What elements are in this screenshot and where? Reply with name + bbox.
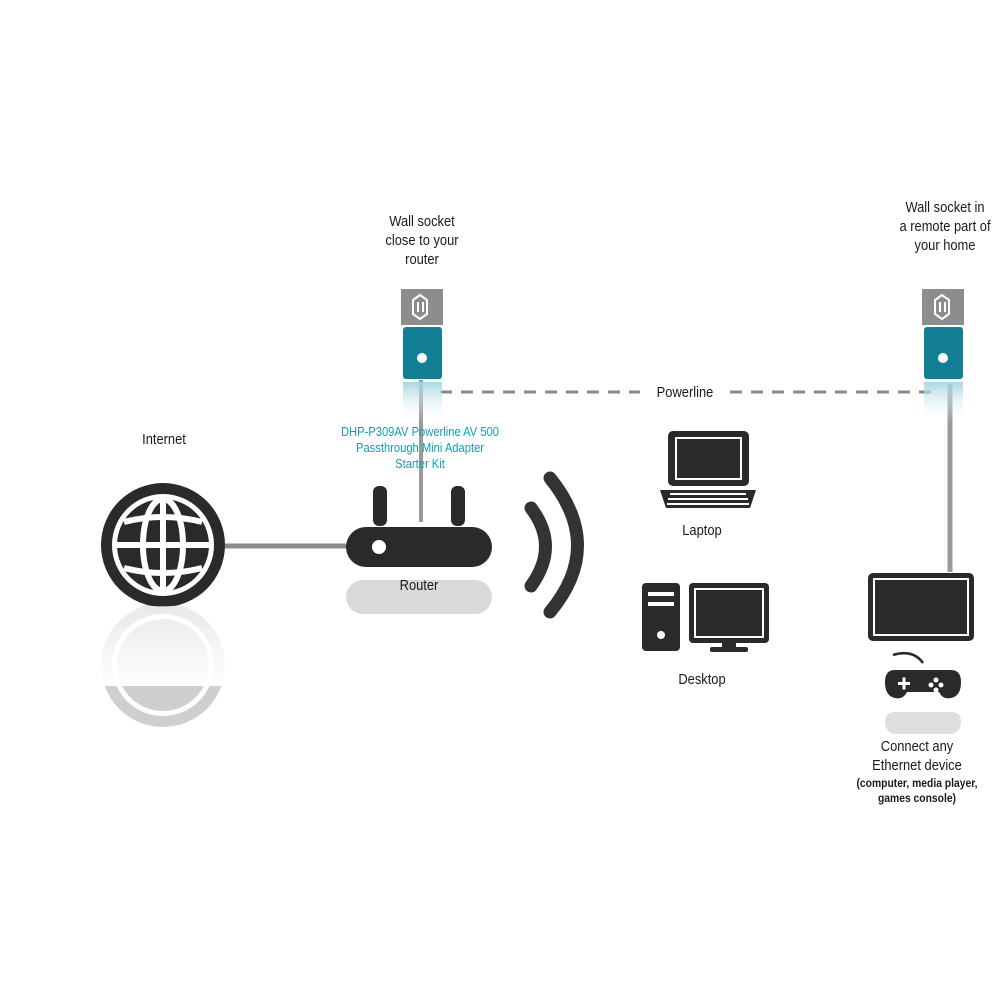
wall-socket-remote-label: Wall socket in a remote part of your hom… bbox=[899, 199, 991, 254]
wall-socket-near-label: Wall socket close to your router bbox=[385, 213, 459, 268]
desktop-label: Desktop bbox=[678, 671, 726, 688]
router-label: Router bbox=[399, 577, 439, 594]
wifi-signal-icon bbox=[524, 471, 584, 619]
ethernet-device-label: Connect any Ethernet device bbox=[872, 738, 962, 774]
monitor-icon bbox=[689, 583, 769, 652]
globe-icon bbox=[95, 483, 235, 727]
powerline-adapter-icon bbox=[401, 289, 443, 422]
laptop-icon bbox=[660, 431, 756, 508]
ethernet-examples-label: (computer, media player, games console) bbox=[856, 776, 978, 805]
monitor-icon bbox=[868, 573, 974, 641]
powerline-label: Powerline bbox=[656, 384, 714, 401]
laptop-label: Laptop bbox=[682, 522, 722, 539]
powerline-adapter-icon bbox=[922, 289, 964, 422]
desktop-tower-icon bbox=[642, 583, 680, 651]
router-icon bbox=[346, 486, 492, 614]
kit-name-label: DHP-P309AV Powerline AV 500 Passthrough … bbox=[340, 424, 500, 471]
internet-label: Internet bbox=[142, 431, 186, 448]
gamepad-icon bbox=[885, 652, 961, 734]
